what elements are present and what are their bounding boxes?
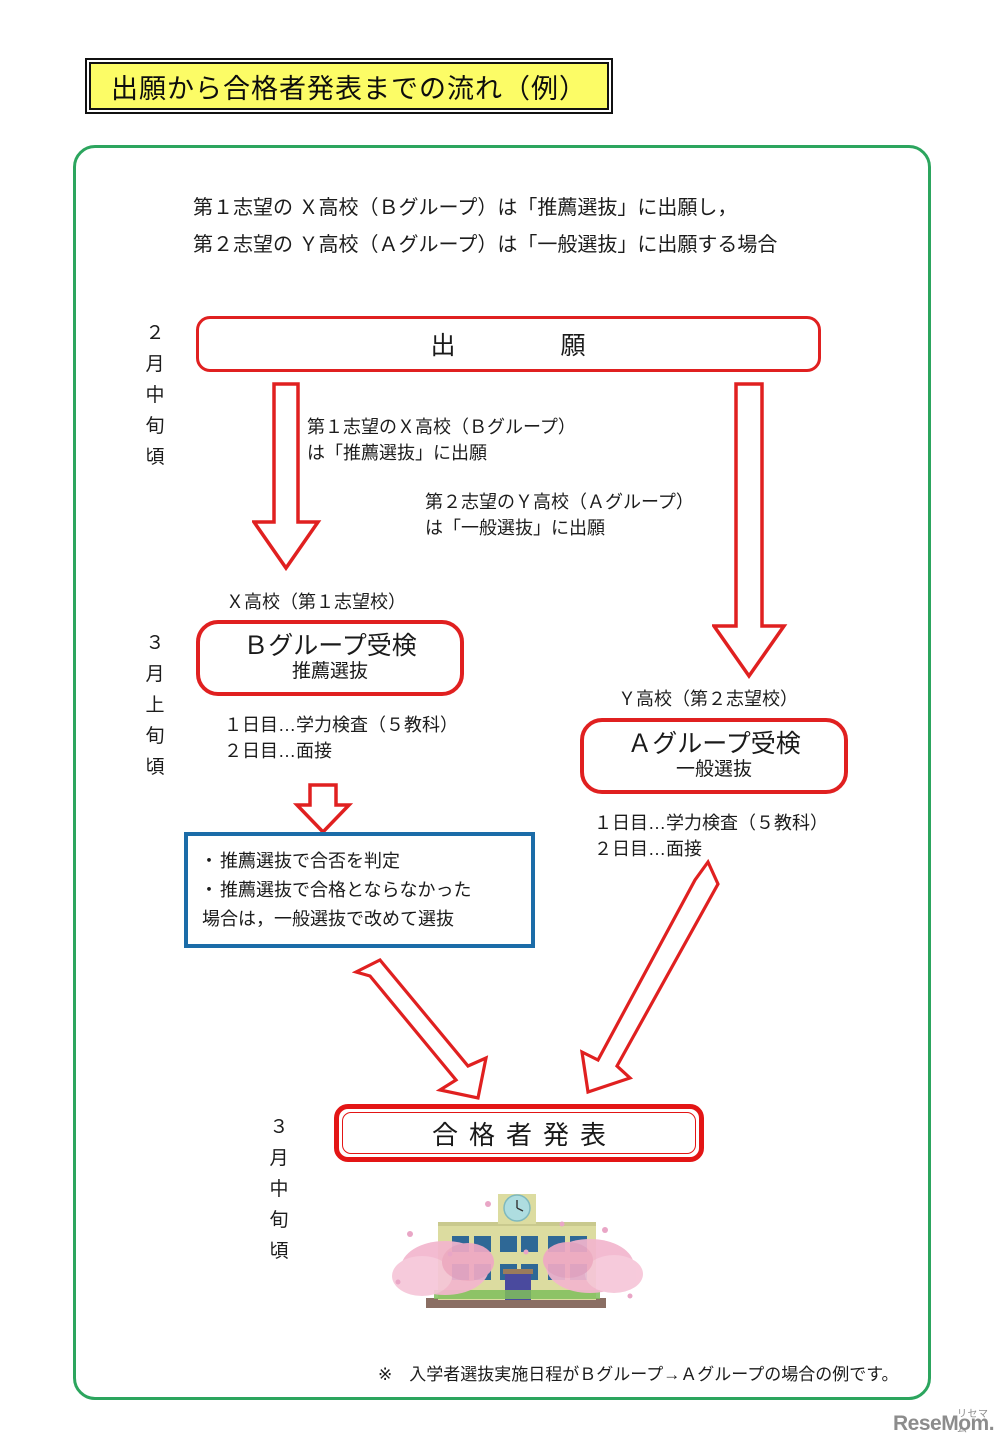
bullet-icon: ・ <box>200 851 218 871</box>
intro-paragraph: 第１志望の Ｘ高校（Ｂグループ）は「推薦選抜」に出願し， 第２志望の Ｙ高校（Ａ… <box>193 190 893 264</box>
resemom-logo-text: ReseMom. <box>893 1412 995 1435</box>
application-box: 出 願 <box>196 316 821 372</box>
bullet-icon: ・ <box>200 880 218 900</box>
arrow-caption-right: 第２志望のＹ高校（Ａグループ） は「一般選抜」に出願 <box>425 492 694 538</box>
selection-note-item-1: ・ 推薦選抜で合否を判定 <box>198 847 521 876</box>
arrow-diagonal-left-to-result <box>352 958 489 1100</box>
arrow-down-to-selection-note <box>293 783 353 835</box>
selection-note-item-2-continuation: 場合は，一般選抜で改めて選抜 <box>202 909 454 929</box>
result-announcement-box: 合格者発表 <box>334 1104 704 1162</box>
arrow-caption-left: 第１志望のＸ高校（Ｂグループ） は「推薦選抜」に出願 <box>307 417 576 463</box>
timeline-label-march-early: ３ 月 上 旬 頃 <box>145 633 165 778</box>
arrow-down-to-agroup <box>712 382 788 680</box>
bgroup-schedule: １日目…学力検査（５教科） ２日目…面接 <box>224 712 458 764</box>
bgroup-box: Ｂグループ受検 推薦選抜 <box>196 620 464 696</box>
diagram-frame <box>73 145 931 1400</box>
bgroup-day1: １日目…学力検査（５教科） <box>224 715 458 735</box>
agroup-day2: ２日目…面接 <box>594 839 702 859</box>
selection-note-item-2: ・ 推薦選抜で合格とならなかった <box>198 876 521 905</box>
agroup-box: Ａグループ受検 一般選抜 <box>580 718 848 794</box>
bgroup-title: Ｂグループ受検 <box>243 632 417 660</box>
arrow-diagonal-right-to-result <box>579 858 720 1095</box>
timeline-label-february: ２ 月 中 旬 頃 <box>145 323 165 468</box>
selection-note-item-1-text: 推薦選抜で合否を判定 <box>220 851 400 871</box>
bgroup-day2: ２日目…面接 <box>224 741 332 761</box>
footnote-text: ※ 入学者選抜実施日程がＢグループ→Ａグループの場合の例です。 <box>378 1365 899 1384</box>
arrow-down-to-bgroup <box>252 382 322 572</box>
agroup-school-label: Ｙ高校（第２志望校） <box>618 689 798 709</box>
selection-note-box: ・ 推薦選抜で合否を判定 ・ 推薦選抜で合格とならなかった 場合は，一般選抜で改… <box>184 832 535 948</box>
bgroup-school-label: Ｘ高校（第１志望校） <box>226 592 406 612</box>
page-title: 出願から合格者発表までの流れ（例） <box>111 73 587 104</box>
bgroup-subtitle: 推薦選抜 <box>291 661 368 682</box>
timeline-label-march-mid: ３ 月 中 旬 頃 <box>269 1117 289 1262</box>
agroup-day1: １日目…学力検査（５教科） <box>594 813 828 833</box>
page-title-banner: 出願から合格者発表までの流れ（例） <box>85 58 613 114</box>
school-building-illustration <box>392 1194 643 1308</box>
result-announcement-label: 合格者発表 <box>431 1119 617 1150</box>
resemom-logo: リセマム ReseMom. <box>893 1409 995 1442</box>
result-box-inner-border: 合格者発表 <box>342 1112 696 1154</box>
agroup-subtitle: 一般選抜 <box>675 759 752 780</box>
intro-line-2: 第２志望の Ｙ高校（Ａグループ）は「一般選抜」に出願する場合 <box>193 234 778 256</box>
resemom-logo-superscript: リセマム <box>957 1409 989 1435</box>
agroup-title: Ａグループ受検 <box>627 730 801 758</box>
agroup-schedule: １日目…学力検査（５教科） ２日目…面接 <box>594 810 828 862</box>
intro-line-1: 第１志望の Ｘ高校（Ｂグループ）は「推薦選抜」に出願し， <box>193 197 738 219</box>
selection-note-item-2-text: 推薦選抜で合格とならなかった <box>220 880 472 900</box>
application-box-label: 出 願 <box>430 332 587 360</box>
